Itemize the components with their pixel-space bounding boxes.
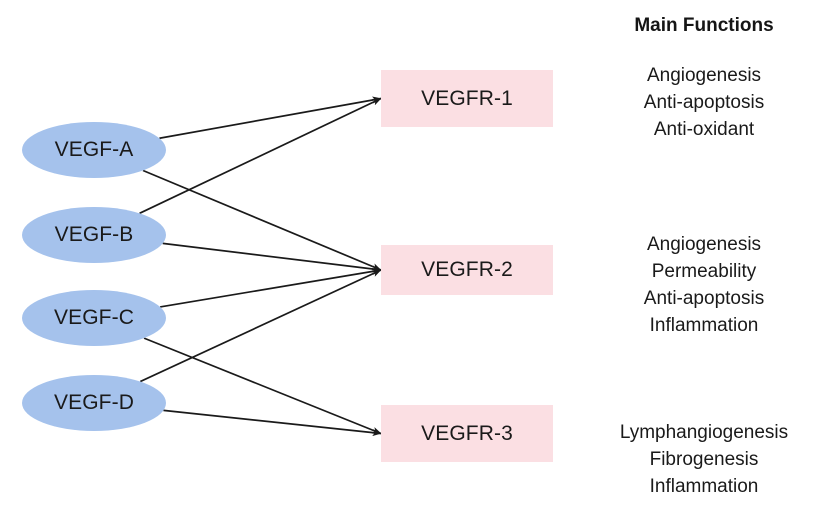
main-functions-heading: Main Functions <box>634 15 774 36</box>
function-line: Angiogenesis <box>646 234 762 255</box>
edge-vegf-a-to-vegfr-2 <box>142 169 382 271</box>
function-line: Angiogenesis <box>646 65 762 86</box>
ligand-node-vegf-b[interactable]: VEGF-B <box>22 207 166 263</box>
ligand-label: VEGF-A <box>54 138 134 161</box>
function-line: Inflammation <box>649 315 759 336</box>
functions-group-vegfr-3: Lymphangiogenesis Fibrogenesis Inflammat… <box>620 419 788 500</box>
ligand-node-vegf-c[interactable]: VEGF-C <box>22 290 166 346</box>
function-line: Anti-apoptosis <box>643 92 765 113</box>
edge-vegf-d-to-vegfr-2 <box>139 269 382 383</box>
ligand-node-vegf-a[interactable]: VEGF-A <box>22 122 166 178</box>
receptor-label: VEGFR-3 <box>421 421 513 445</box>
function-line: Permeability <box>651 261 757 282</box>
ligand-label: VEGF-C <box>54 306 134 329</box>
function-line: Fibrogenesis <box>649 449 759 470</box>
receptor-node-vegfr-1[interactable]: VEGFR-1 <box>381 70 553 127</box>
ligand-label: VEGF-B <box>54 223 134 246</box>
receptor-node-vegfr-3[interactable]: VEGFR-3 <box>381 405 553 462</box>
receptor-label: VEGFR-2 <box>421 258 513 281</box>
function-line: Inflammation <box>649 476 759 497</box>
edge-vegf-c-to-vegfr-3 <box>143 337 382 435</box>
function-line: Anti-oxidant <box>653 119 755 140</box>
functions-group-vegfr-2: Angiogenesis Permeability Anti-apoptosis… <box>644 231 764 339</box>
functions-group-vegfr-1: Angiogenesis Anti-apoptosis Anti-oxidant <box>644 62 764 143</box>
edge-vegf-b-to-vegfr-2 <box>162 242 382 273</box>
receptor-node-vegfr-2[interactable]: VEGFR-2 <box>381 245 553 295</box>
function-line: Lymphangiogenesis <box>619 422 789 443</box>
function-line: Anti-apoptosis <box>643 288 765 309</box>
edge-vegf-c-to-vegfr-2 <box>159 267 382 308</box>
ligand-label: VEGF-D <box>54 391 134 414</box>
receptor-label: VEGFR-1 <box>421 86 513 110</box>
edge-vegf-d-to-vegfr-3 <box>163 409 382 437</box>
ligand-node-vegf-d[interactable]: VEGF-D <box>22 375 166 431</box>
edge-vegf-b-to-vegfr-1 <box>139 97 382 215</box>
edge-vegf-a-to-vegfr-1 <box>159 96 382 140</box>
